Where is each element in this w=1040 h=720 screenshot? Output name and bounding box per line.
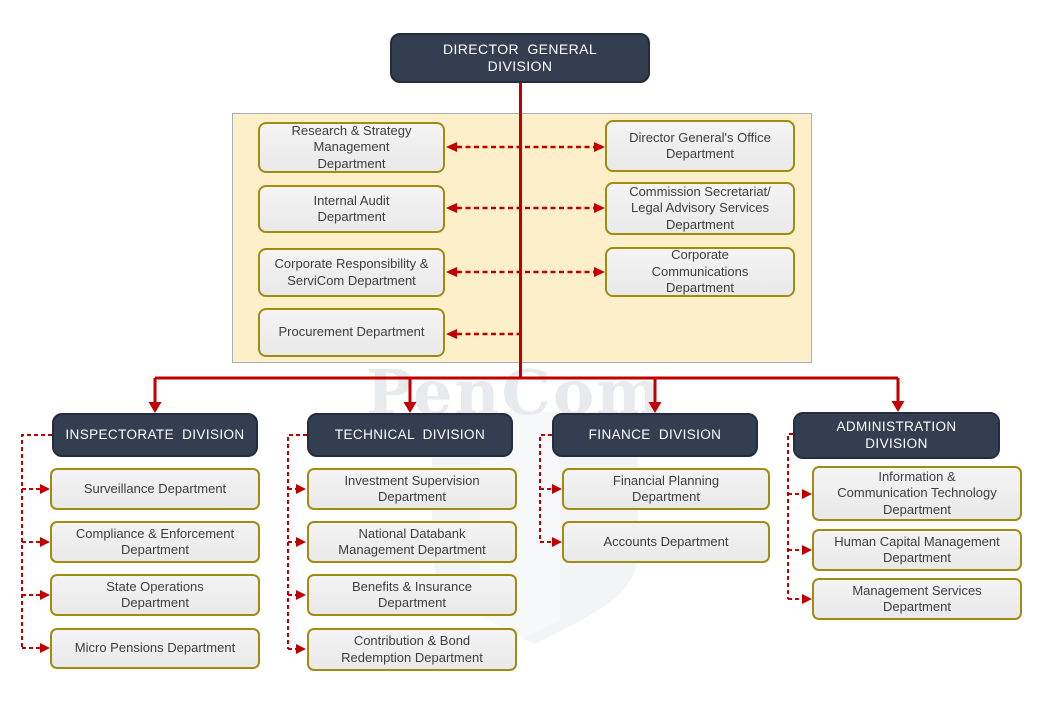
node-director-general-division: DIRECTOR GENERAL DIVISION: [390, 33, 650, 83]
node-state-operations: State Operations Department: [50, 574, 260, 616]
node-micro-pensions: Micro Pensions Department: [50, 628, 260, 669]
node-research-strategy-management: Research & Strategy Management Departmen…: [258, 122, 445, 173]
node-information-communication-technology: Information & Communication Technology D…: [812, 466, 1022, 521]
node-director-generals-office: Director General's Office Department: [605, 120, 795, 172]
node-corporate-communications: Corporate Communications Department: [605, 247, 795, 297]
node-surveillance: Surveillance Department: [50, 468, 260, 510]
node-investment-supervision: Investment Supervision Department: [307, 468, 517, 510]
header-inspectorate-division: INSPECTORATE DIVISION: [52, 413, 258, 457]
node-financial-planning: Financial Planning Department: [562, 468, 770, 510]
node-contribution-bond-redemption: Contribution & Bond Redemption Departmen…: [307, 628, 517, 671]
header-finance-division: FINANCE DIVISION: [552, 413, 758, 457]
node-internal-audit: Internal Audit Department: [258, 185, 445, 233]
header-administration-division: ADMINISTRATION DIVISION: [793, 412, 1000, 459]
node-human-capital-management: Human Capital Management Department: [812, 529, 1022, 571]
node-compliance-enforcement: Compliance & Enforcement Department: [50, 521, 260, 563]
node-corporate-responsibility-servicom: Corporate Responsibility & ServiCom Depa…: [258, 248, 445, 297]
node-national-databank-management: National Databank Management Department: [307, 521, 517, 563]
node-commission-secretariat-legal-advisory: Commission Secretariat/ Legal Advisory S…: [605, 182, 795, 235]
node-procurement: Procurement Department: [258, 308, 445, 357]
node-management-services: Management Services Department: [812, 578, 1022, 620]
header-technical-division: TECHNICAL DIVISION: [307, 413, 513, 457]
node-accounts: Accounts Department: [562, 521, 770, 563]
node-benefits-insurance: Benefits & Insurance Department: [307, 574, 517, 616]
